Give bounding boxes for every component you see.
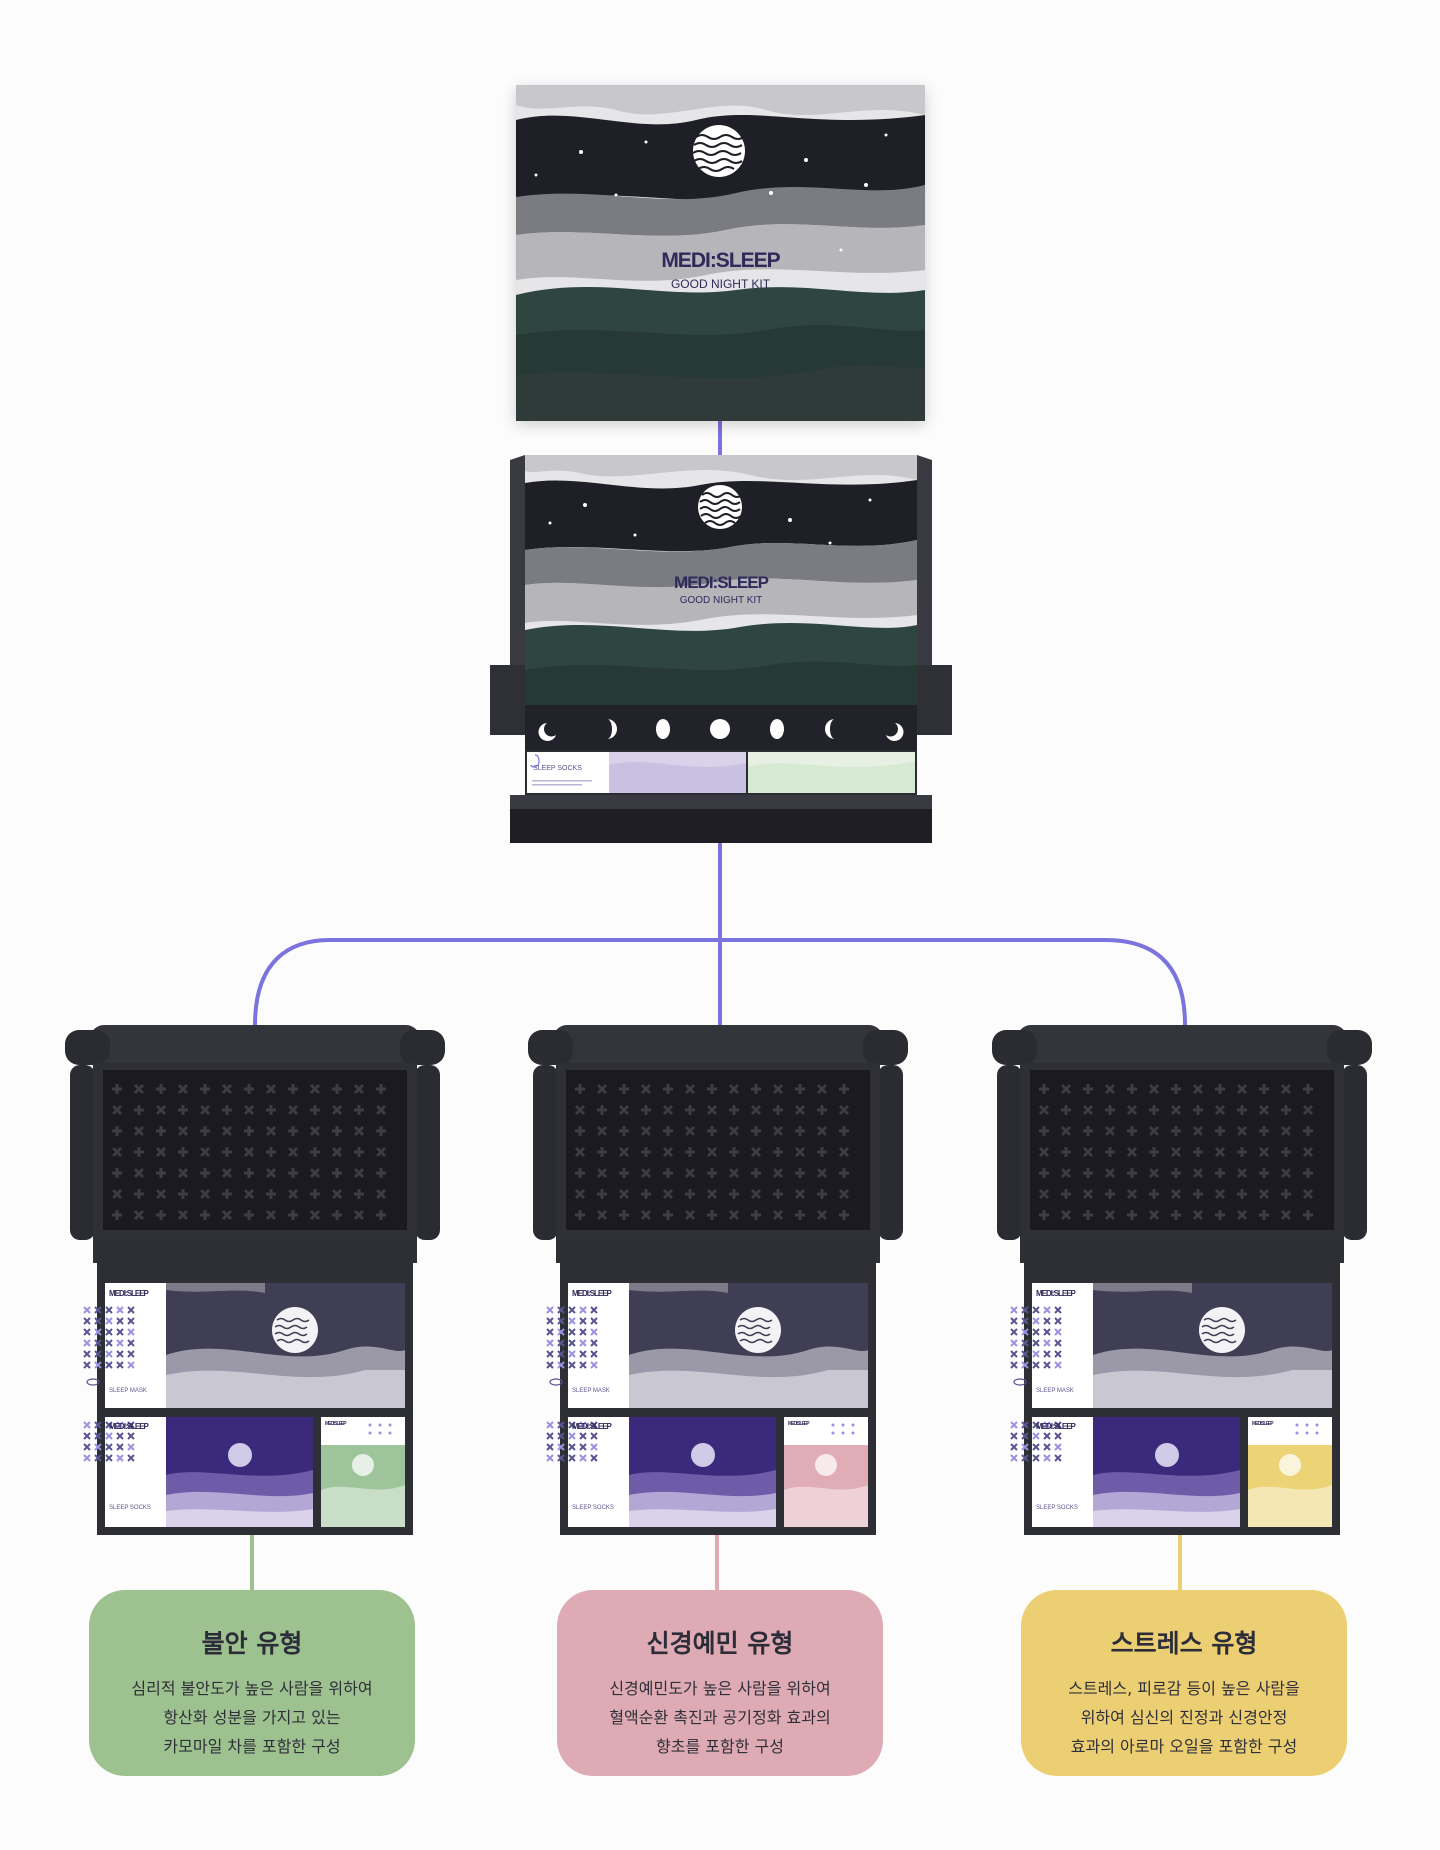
card-sensitive-line: 신경예민도가 높은 사람을 위하여	[609, 1679, 831, 1698]
connector-branch	[253, 938, 1187, 1026]
card-stress-title: 스트레스 유형	[1110, 1629, 1258, 1658]
card-sensitive-line: 혈액순환 촉진과 공기정화 효과의	[609, 1708, 831, 1727]
card-stress-line: 스트레스, 피로감 등이 높은 사람을	[1068, 1679, 1300, 1698]
kit-socks-logo: MEDI:SLEEP	[572, 1422, 612, 1431]
kit-third-logo: MEDI:SLEEP	[788, 1421, 810, 1427]
card-sensitive-title: 신경예민 유형	[646, 1629, 794, 1658]
moon-wave-pattern	[692, 134, 745, 172]
kit-mask-logo: MEDI:SLEEP	[1036, 1289, 1076, 1298]
kit-third-logo: MEDI:SLEEP	[325, 1421, 347, 1427]
kit-socks-logo: MEDI:SLEEP	[109, 1422, 149, 1431]
kit-illustration	[528, 1025, 908, 1535]
card-stress-line: 위하여 심신의 진정과 신경안정	[1080, 1708, 1288, 1727]
card-anxiety-desc: 심리적 불안도가 높은 사람을 위하여 항산화 성분을 가지고 있는 카모마일 …	[89, 1674, 415, 1761]
card-anxiety-title: 불안 유형	[201, 1629, 303, 1658]
stars	[534, 133, 888, 252]
kit-mask-label: SLEEP MASK	[1036, 1388, 1074, 1394]
open-box-subtitle: GOOD NIGHT KIT	[679, 595, 763, 606]
closed-box: MEDI:SLEEP GOOD NIGHT KIT	[516, 85, 925, 421]
open-box-socks-label: SLEEP SOCKS	[533, 765, 582, 772]
card-stress: 스트레스 유형 스트레스, 피로감 등이 높은 사람을 위하여 심신의 진정과 …	[1021, 1590, 1347, 1776]
card-sensitive-desc: 신경예민도가 높은 사람을 위하여 혈액순환 촉진과 공기정화 효과의 향초를 …	[557, 1674, 883, 1761]
kit-3: MEDI:SLEEP SLEEP MASK MEDI:SLEEP SLEEP SOCK…	[992, 1025, 1372, 1535]
card-anxiety-line: 카모마일 차를 포함한 구성	[163, 1737, 341, 1756]
kit-illustration	[992, 1025, 1372, 1535]
kit-mask-logo: MEDI:SLEEP	[572, 1289, 612, 1298]
kit-mask-label: SLEEP MASK	[109, 1388, 147, 1394]
card-sensitive-line: 향초를 포함한 구성	[656, 1737, 784, 1756]
kit-mask-logo: MEDI:SLEEP	[109, 1289, 149, 1298]
open-box-illustration	[490, 455, 952, 843]
kit-socks-label: SLEEP SOCKS	[109, 1505, 151, 1511]
card-stress-line: 효과의 아로마 오일을 포함한 구성	[1070, 1737, 1298, 1756]
kit-1: MEDI:SLEEP SLEEP MASK MEDI:SLEEP SLEEP SOCK…	[65, 1025, 445, 1535]
card-stress-desc: 스트레스, 피로감 등이 높은 사람을 위하여 심신의 진정과 신경안정 효과의…	[1021, 1674, 1347, 1761]
card-anxiety-line: 항산화 성분을 가지고 있는	[163, 1708, 341, 1727]
kit-illustration	[65, 1025, 445, 1535]
closed-box-logo: MEDI:SLEEP	[661, 249, 780, 272]
card-anxiety: 불안 유형 심리적 불안도가 높은 사람을 위하여 항산화 성분을 가지고 있는…	[89, 1590, 415, 1776]
card-anxiety-line: 심리적 불안도가 높은 사람을 위하여	[131, 1679, 373, 1698]
open-box-logo: MEDI:SLEEP	[674, 573, 769, 592]
open-box: MEDI:SLEEP GOOD NIGHT KIT SLEEP SOCKS	[490, 455, 952, 843]
kit-2: MEDI:SLEEP SLEEP MASK MEDI:SLEEP SLEEP SOCK…	[528, 1025, 908, 1535]
kit-third-logo: MEDI:SLEEP	[1252, 1421, 1274, 1427]
card-sensitive: 신경예민 유형 신경예민도가 높은 사람을 위하여 혈액순환 촉진과 공기정화 …	[557, 1590, 883, 1776]
kit-socks-logo: MEDI:SLEEP	[1036, 1422, 1076, 1431]
closed-box-illustration	[516, 85, 925, 421]
kit-socks-label: SLEEP SOCKS	[1036, 1505, 1078, 1511]
moon-phases	[538, 719, 904, 741]
closed-box-subtitle: GOOD NIGHT KIT	[670, 277, 771, 291]
kit-mask-label: SLEEP MASK	[572, 1388, 610, 1394]
kit-socks-label: SLEEP SOCKS	[572, 1505, 614, 1511]
